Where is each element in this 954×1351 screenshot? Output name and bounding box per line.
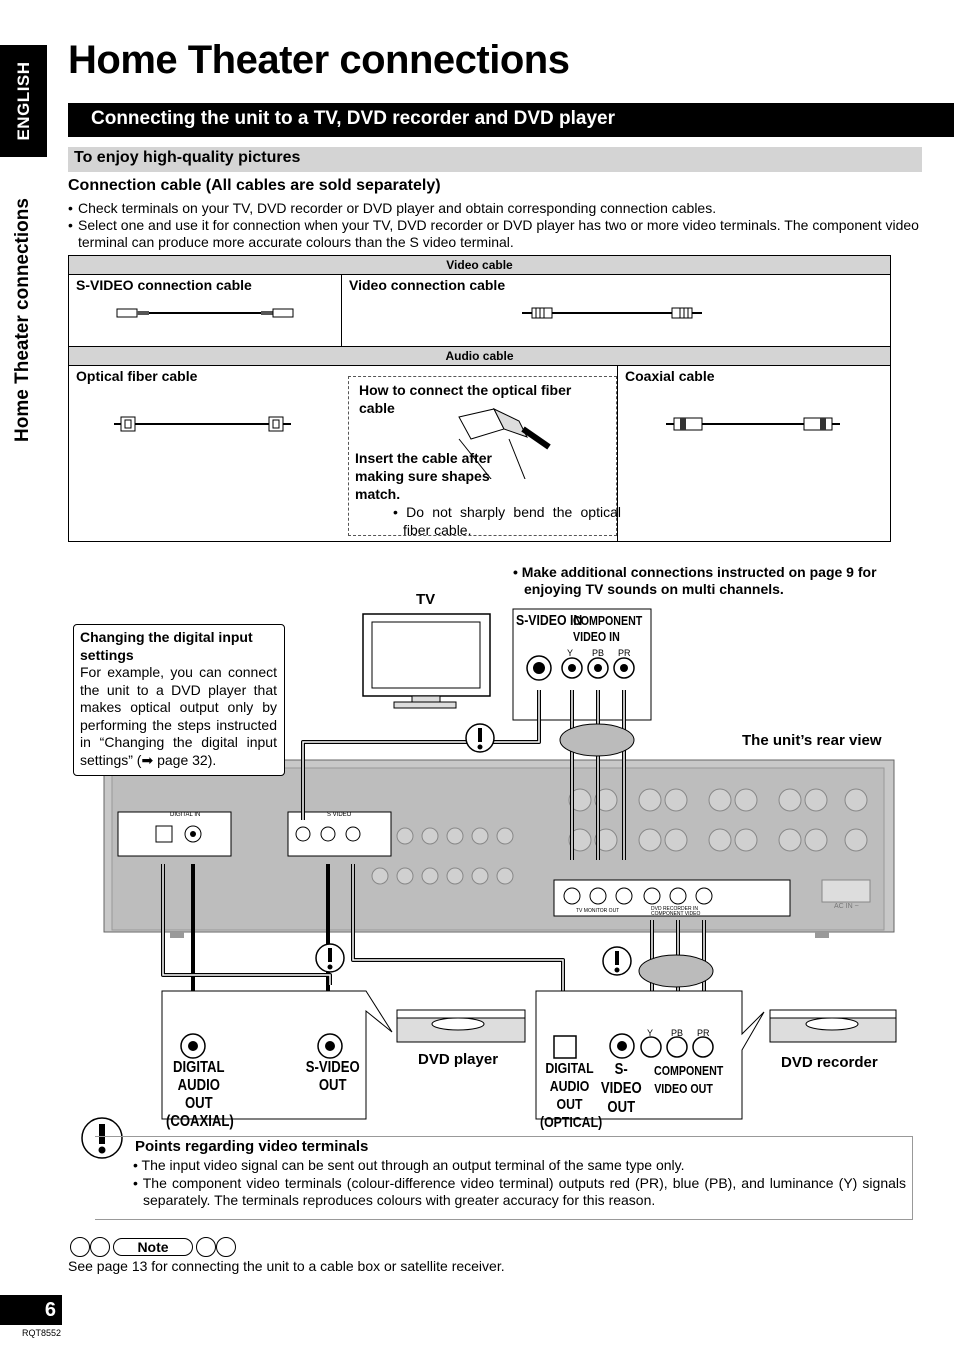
dvd-player-label: DVD player xyxy=(418,1051,499,1068)
digital-input-callout: Changing the digital input settings For … xyxy=(73,624,285,776)
svideo-cable-cell: S-VIDEO connection cable xyxy=(68,274,342,347)
tv-icon xyxy=(362,613,491,709)
rec-svideo-out-label: S-VIDEO OUT xyxy=(600,1061,642,1116)
cable-bullet-2: •Select one and use it for connection wh… xyxy=(68,217,919,250)
dvd-recorder-label: DVD recorder xyxy=(781,1054,878,1071)
coaxial-cable-icon xyxy=(666,417,840,431)
panel-tv-monitor-out-label: TV MONITOR OUT xyxy=(576,908,620,914)
rec-optical-jack xyxy=(553,1035,577,1059)
cable-bullet-1: •Check terminals on your TV, DVD recorde… xyxy=(68,200,717,216)
rec-ypbpr-pb: PB xyxy=(671,1028,684,1038)
additional-connections-note: • Make additional connections instructed… xyxy=(513,564,877,597)
howto-insert: Insert the cable after making sure shape… xyxy=(355,450,492,502)
panel-ac-in-label: AC IN ~ xyxy=(834,903,859,910)
unit-rear-panel xyxy=(103,759,895,938)
video-cable-label: Video connection cable xyxy=(349,277,506,293)
unit-svideo-in-dvd-player xyxy=(345,826,361,842)
panel-digital-in-label: DIGITAL IN xyxy=(170,812,201,818)
panel-component-video-label: COMPONENT VIDEO xyxy=(651,911,701,917)
tv-ypbpr-y: Y xyxy=(567,648,574,658)
language-tab: ENGLISH xyxy=(0,45,47,157)
rec-y-jack xyxy=(640,1036,662,1058)
panel-dvd-rec-in-label: DVD RECORDER IN xyxy=(651,906,698,912)
warning-icons xyxy=(81,723,714,1159)
optical-cable-cell: Optical fiber cable How to connect the o… xyxy=(68,365,621,542)
note-text: See page 13 for connecting the unit to a… xyxy=(68,1258,505,1274)
dvd-player-output-box xyxy=(161,990,393,1120)
digital-callout-body: For example, you can connect the unit to… xyxy=(80,664,277,768)
howto-title: How to connect the optical fiber cable xyxy=(359,382,572,416)
panel-svideo-label: S VIDEO xyxy=(327,812,352,818)
rec-pr-jack xyxy=(692,1036,714,1058)
dvd-player-icon xyxy=(396,1009,526,1043)
svideo-cable-label: S-VIDEO connection cable xyxy=(76,277,252,293)
rec-ypbpr-y: Y xyxy=(647,1028,654,1038)
video-point-2: • The component video terminals (colour-… xyxy=(133,1175,906,1208)
tv-ypbpr-pb: PB xyxy=(592,648,605,658)
svideo-cable-icon xyxy=(116,308,294,318)
rec-component-out-label: COMPONENT VIDEO OUT xyxy=(654,1063,724,1096)
tv-component-in-label: COMPONENT VIDEO IN xyxy=(573,613,643,644)
dvd-recorder-icon xyxy=(769,1009,897,1043)
rec-ypbpr-pr: PR xyxy=(697,1028,710,1038)
section-bar: Connecting the unit to a TV, DVD recorde… xyxy=(68,103,954,137)
unit-svideo-out xyxy=(295,826,311,842)
howto-bend: • Do not sharply bend the optical fiber … xyxy=(393,504,621,538)
optical-cable-label: Optical fiber cable xyxy=(76,368,198,384)
player-svideo-out-label: S-VIDEO OUT xyxy=(305,1059,360,1094)
optical-howto-box: How to connect the optical fiber cable I… xyxy=(348,376,621,538)
tv-label: TV xyxy=(416,591,436,608)
video-points-box xyxy=(95,1136,913,1220)
page-number: 6 xyxy=(0,1295,62,1325)
unit-svideo-in-dvd-rec xyxy=(320,826,336,842)
page-title: Home Theater connections xyxy=(68,38,570,82)
coaxial-cable-label: Coaxial cable xyxy=(625,368,715,384)
cable-table: Video cable S-VIDEO connection cable Vid… xyxy=(68,255,891,542)
subsection-bar: To enjoy high-quality pictures xyxy=(68,147,922,172)
player-digital-audio-label: DIGITAL AUDIO OUT (COAXIAL) xyxy=(166,1059,234,1130)
video-cable-icon xyxy=(522,307,702,319)
audio-cable-header: Audio cable xyxy=(68,346,891,366)
optical-plug-icon xyxy=(458,407,551,479)
optical-cable-icon xyxy=(114,416,291,432)
rear-view-label: The unit’s rear view xyxy=(742,732,882,749)
unit-optical-in xyxy=(155,825,173,843)
cable-heading: Connection cable (All cables are sold se… xyxy=(68,177,441,194)
rec-pb-jack xyxy=(666,1036,688,1058)
note-label: Note xyxy=(113,1238,193,1256)
video-cable-header: Video cable xyxy=(68,255,891,275)
video-point-1: • The input video signal can be sent out… xyxy=(133,1157,685,1173)
rec-digital-audio-label: DIGITAL AUDIO OUT (OPTICAL) xyxy=(540,1060,603,1131)
tv-svideo-in-label: S-VIDEO IN xyxy=(516,612,583,629)
tv-ypbpr-pr: PR xyxy=(618,648,631,658)
coaxial-cable-cell: Coaxial cable xyxy=(617,365,891,542)
video-points-title: Points regarding video terminals xyxy=(135,1138,369,1155)
digital-callout-title: Changing the digital input settings xyxy=(80,629,253,663)
document-code: RQT8552 xyxy=(22,1328,62,1338)
